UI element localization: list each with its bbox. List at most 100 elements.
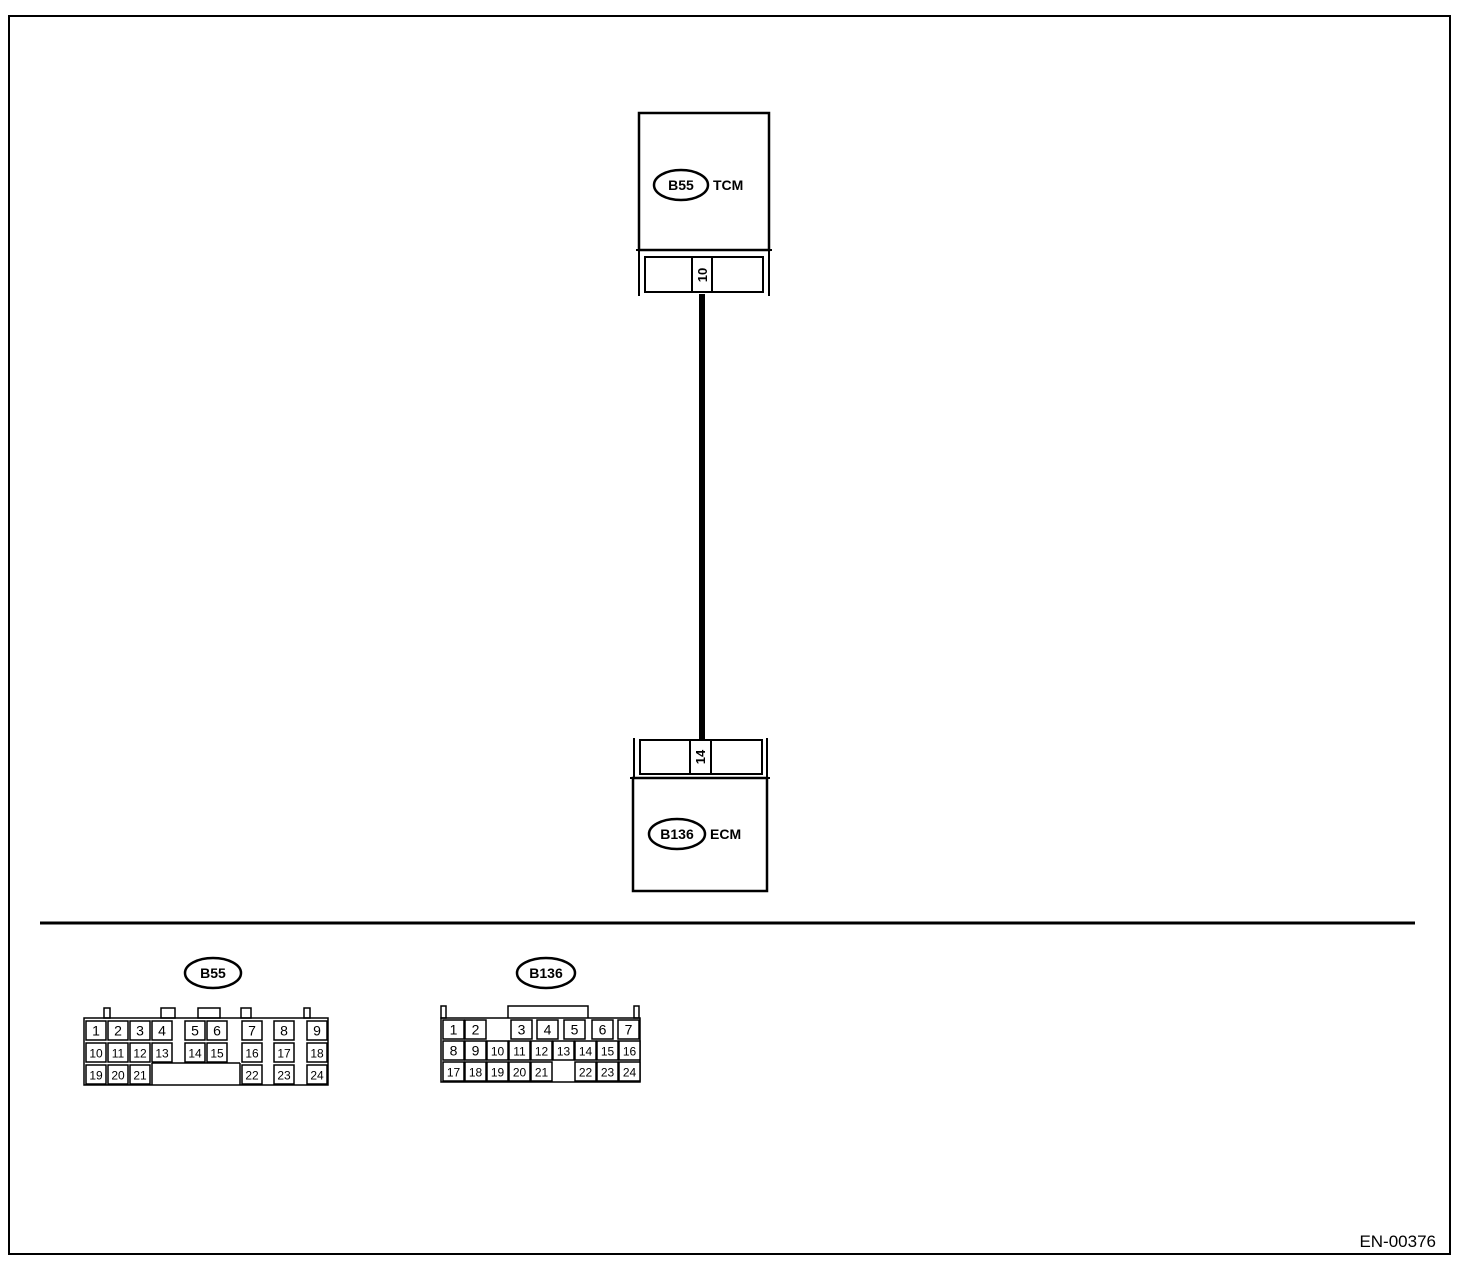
b136-pin-label: 1 — [450, 1022, 458, 1038]
b136-pin-cell — [508, 1061, 531, 1082]
b55-pin-label: 18 — [310, 1047, 324, 1061]
b55-pin-cell — [273, 1020, 295, 1041]
b136-pin-cell — [618, 1061, 641, 1082]
b55-pin-cell — [151, 1042, 173, 1063]
b55-pin-cell — [306, 1042, 328, 1063]
b55-pin-cell — [129, 1042, 151, 1063]
b55-pin-label: 21 — [133, 1069, 147, 1083]
tcm-connector-id: B55 — [668, 177, 694, 193]
b136-pin-cell — [591, 1019, 614, 1040]
tcm-unit: 10 B55 TCM — [636, 111, 772, 296]
b55-pin-label: 9 — [313, 1023, 321, 1039]
ecm-unit: 14 B136 ECM — [630, 738, 770, 893]
b136-pin-label: 18 — [469, 1066, 483, 1080]
b55-pin-cell — [85, 1064, 107, 1085]
b136-pin-label: 6 — [599, 1022, 607, 1038]
b136-pin-label: 22 — [579, 1066, 593, 1080]
b55-badge-label: B55 — [200, 965, 226, 981]
ecm-label: ECM — [710, 826, 741, 842]
b136-pin-label: 11 — [513, 1045, 526, 1059]
tcm-connector-badge — [652, 168, 710, 202]
b136-pin-cell — [563, 1019, 586, 1040]
b55-pin-label: 11 — [112, 1047, 125, 1061]
tcm-pin-number: 10 — [695, 268, 710, 282]
b55-pin-label: 23 — [277, 1069, 291, 1083]
b55-pin-label: 15 — [210, 1047, 224, 1061]
b55-pin-label: 17 — [277, 1047, 291, 1061]
b136-pin-label: 13 — [557, 1045, 571, 1059]
b136-badge-label: B136 — [529, 965, 563, 981]
b136-badge — [515, 956, 577, 990]
b55-pin-cell — [241, 1064, 263, 1085]
b136-pin-label: 7 — [625, 1022, 633, 1038]
b55-pin-cell — [184, 1042, 206, 1063]
b55-pin-label: 2 — [114, 1023, 122, 1039]
b55-pin-label: 10 — [89, 1047, 103, 1061]
b55-pin-cell — [151, 1020, 173, 1041]
b55-pin-label: 4 — [158, 1023, 166, 1039]
b136-pin-label: 23 — [601, 1066, 615, 1080]
b136-pin-cell — [442, 1061, 465, 1082]
b136-pin-label: 19 — [491, 1066, 505, 1080]
tcm-pin-cell — [691, 256, 713, 293]
b55-pin-label: 1 — [92, 1023, 100, 1039]
b55-pin-cell — [206, 1042, 228, 1063]
b136-pin-cell — [510, 1019, 533, 1040]
b136-pin-label: 14 — [579, 1045, 593, 1059]
ecm-pin-number: 14 — [693, 749, 708, 764]
b136-pin-label: 15 — [601, 1045, 615, 1059]
tcm-label: TCM — [713, 177, 743, 193]
ecm-connector-badge — [647, 817, 707, 851]
b55-pin-label: 13 — [155, 1047, 169, 1061]
b136-pin-label: 20 — [513, 1066, 527, 1080]
b136-pin-cell — [617, 1019, 640, 1040]
b136-pin-label: 12 — [535, 1045, 549, 1059]
outer-frame — [8, 15, 1451, 1255]
b136-pin-cell — [596, 1061, 619, 1082]
b55-pin-cell — [85, 1042, 107, 1063]
b136-pin-label: 9 — [472, 1043, 480, 1059]
b55-pin-label: 24 — [310, 1069, 324, 1083]
b136-pin-label: 2 — [472, 1022, 480, 1038]
b55-pin-cell — [306, 1064, 328, 1085]
b55-pin-cell — [241, 1042, 263, 1063]
b55-badge — [183, 956, 243, 990]
b136-pin-cell — [530, 1061, 553, 1082]
b55-pin-cell — [85, 1020, 107, 1041]
b136-pin-cell — [442, 1019, 465, 1040]
ecm-connector-id: B136 — [660, 826, 694, 842]
b136-pin-cell — [464, 1040, 487, 1061]
b55-pin-label: 20 — [111, 1069, 125, 1083]
b55-pin-label: 6 — [213, 1023, 221, 1039]
b55-pin-cell — [241, 1020, 263, 1041]
b136-pin-label: 8 — [450, 1043, 458, 1059]
b136-pin-label: 16 — [623, 1045, 637, 1059]
b136-pin-cell — [508, 1040, 531, 1061]
b136-pin-label: 24 — [623, 1066, 637, 1080]
b136-pin-cell — [574, 1040, 597, 1061]
b136-pin-cell — [596, 1040, 619, 1061]
b55-pin-label: 19 — [89, 1069, 103, 1083]
ecm-pin-cell — [689, 739, 712, 775]
b55-pin-cell — [129, 1064, 151, 1085]
b136-pin-cell — [536, 1019, 559, 1040]
figure-id: EN-00376 — [1359, 1232, 1436, 1251]
b136-pin-cell — [574, 1061, 597, 1082]
b136-pin-cell — [464, 1019, 487, 1040]
b136-pin-cell — [442, 1040, 465, 1061]
b55-pin-label: 8 — [280, 1023, 288, 1039]
b136-pin-label: 3 — [518, 1022, 526, 1038]
b136-pin-label: 21 — [535, 1066, 549, 1080]
b55-pin-label: 16 — [245, 1047, 259, 1061]
b55-pin-cell — [107, 1064, 129, 1085]
b136-pin-cell — [486, 1061, 509, 1082]
b55-pin-label: 3 — [136, 1023, 144, 1039]
b55-pin-cell — [206, 1020, 228, 1041]
b55-pin-label: 12 — [133, 1047, 147, 1061]
b136-pin-label: 10 — [491, 1045, 505, 1059]
b136-pin-cell — [618, 1040, 641, 1061]
